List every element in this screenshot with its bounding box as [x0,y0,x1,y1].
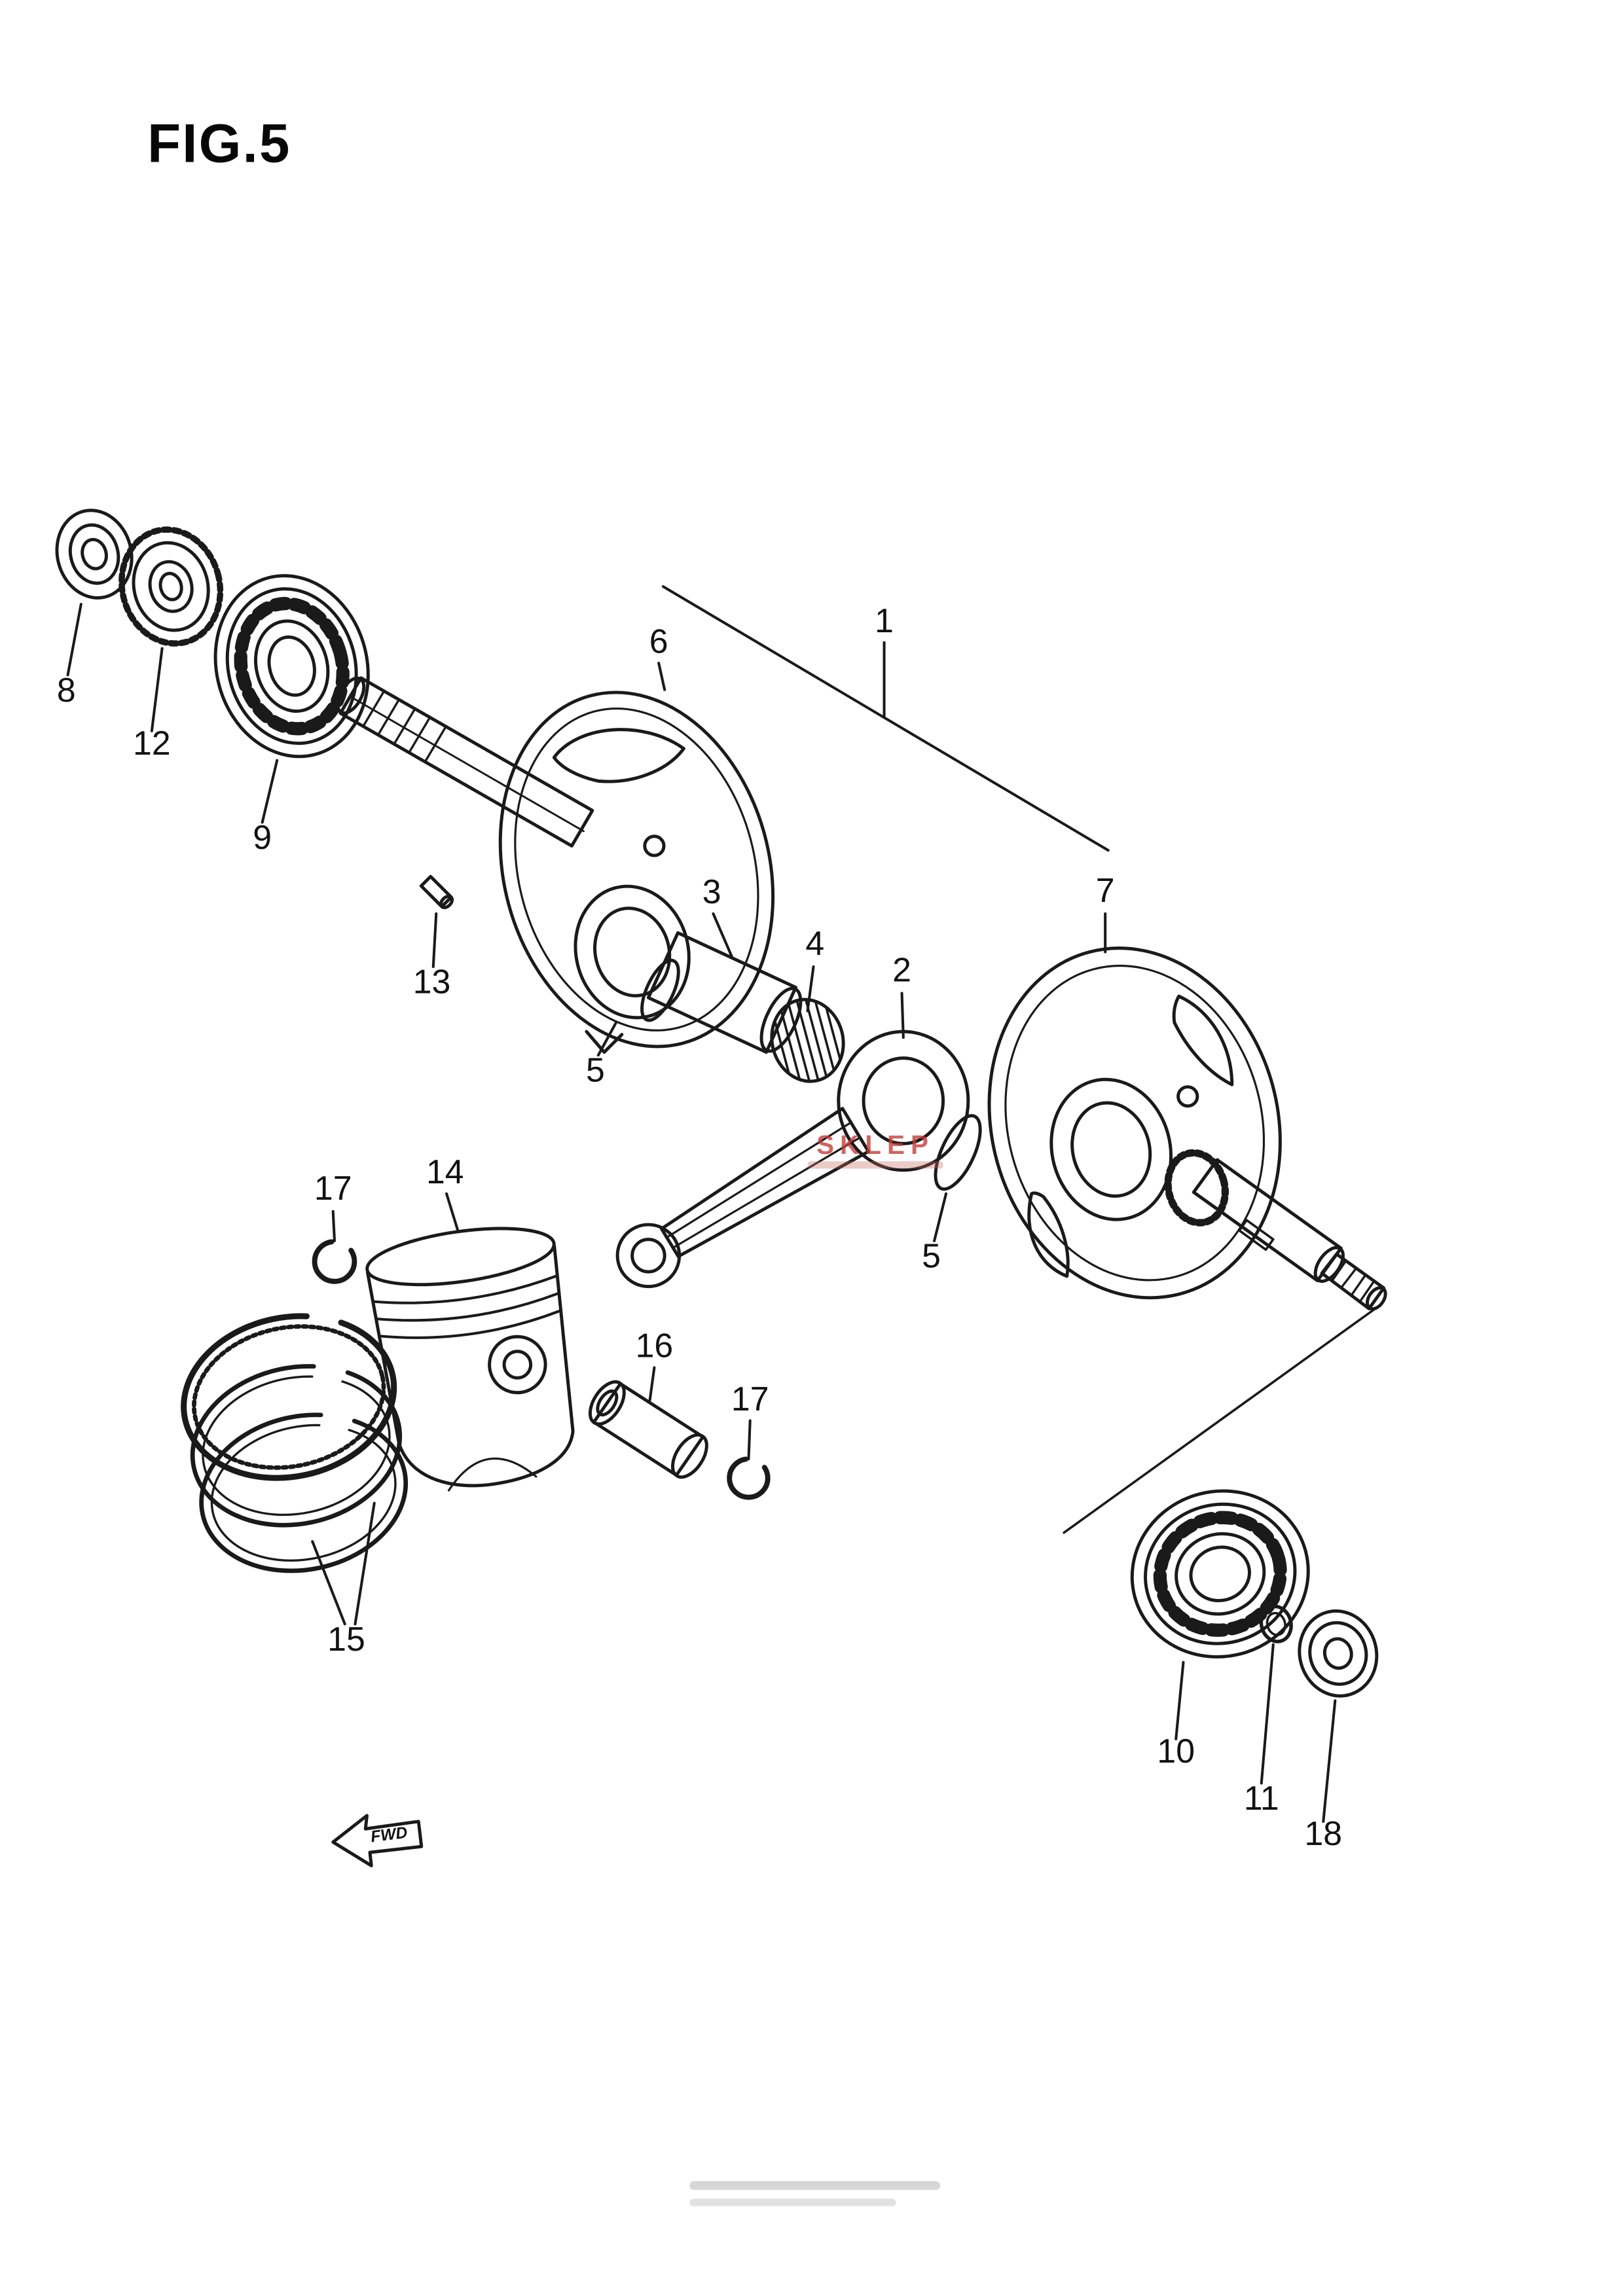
footer-watermark [689,2181,941,2206]
callout-part-6: 6 [649,622,668,660]
left-main-shaft [336,676,594,848]
right-main-shaft [1164,1149,1387,1311]
part-15-piston-rings [181,1313,409,1573]
callout-part-7: 7 [1096,871,1115,909]
footer-watermark-line-1 [689,2181,941,2190]
item-1-bracket-line [661,585,1110,954]
part-10-ball-bearing [1130,1489,1310,1659]
fwd-arrow [331,1814,424,1868]
callout-part-16: 16 [636,1327,674,1365]
footer-watermark-line-2 [689,2198,896,2206]
part-12-drive-gear [118,526,224,647]
part-9-ball-bearing [213,574,370,759]
callout-part-12: 12 [133,724,171,762]
callout-part-5-right: 5 [922,1236,941,1274]
part-7-right-crank-web [987,946,1282,1300]
assembly-axis-line [1063,1304,1381,1534]
center-watermark-subline [807,1161,943,1169]
callout-part-10: 10 [1157,1732,1195,1770]
callout-part-18: 18 [1305,1814,1343,1852]
callout-part-5-left: 5 [586,1051,605,1089]
callout-part-3: 3 [702,872,721,910]
callout-part-8: 8 [57,671,76,709]
part-6-left-crank-web [498,691,775,1054]
part-17-circlip-lower [727,1456,771,1500]
center-watermark: SKLEP [807,1130,943,1169]
callout-part-14: 14 [426,1153,464,1191]
part-11-washer [1259,1604,1293,1643]
callout-part-2: 2 [892,951,911,989]
center-watermark-text: SKLEP [816,1130,934,1160]
callout-part-17-upper: 17 [314,1169,352,1207]
part-4-needle-bearing [770,997,845,1083]
part-5-thrust-washer-left [640,958,680,1022]
part-13-pin [419,874,454,910]
part-16-piston-pin [588,1380,708,1479]
part-18-oil-seal [1298,1609,1379,1698]
callout-part-1: 1 [875,601,894,639]
part-5-thrust-washer-right [934,1114,982,1191]
part-8-washer [55,509,134,600]
callout-part-17-lower: 17 [731,1380,769,1418]
part-17-circlip-upper [312,1239,357,1284]
callout-part-4: 4 [805,924,824,962]
callout-part-13: 13 [413,963,451,1001]
callout-part-11: 11 [1244,1779,1279,1817]
callout-part-9: 9 [253,818,272,856]
part-14-piston [365,1227,575,1492]
callout-part-15: 15 [327,1620,365,1658]
figure-title: FIG.5 [147,113,291,174]
leader-lines [66,603,1337,1823]
